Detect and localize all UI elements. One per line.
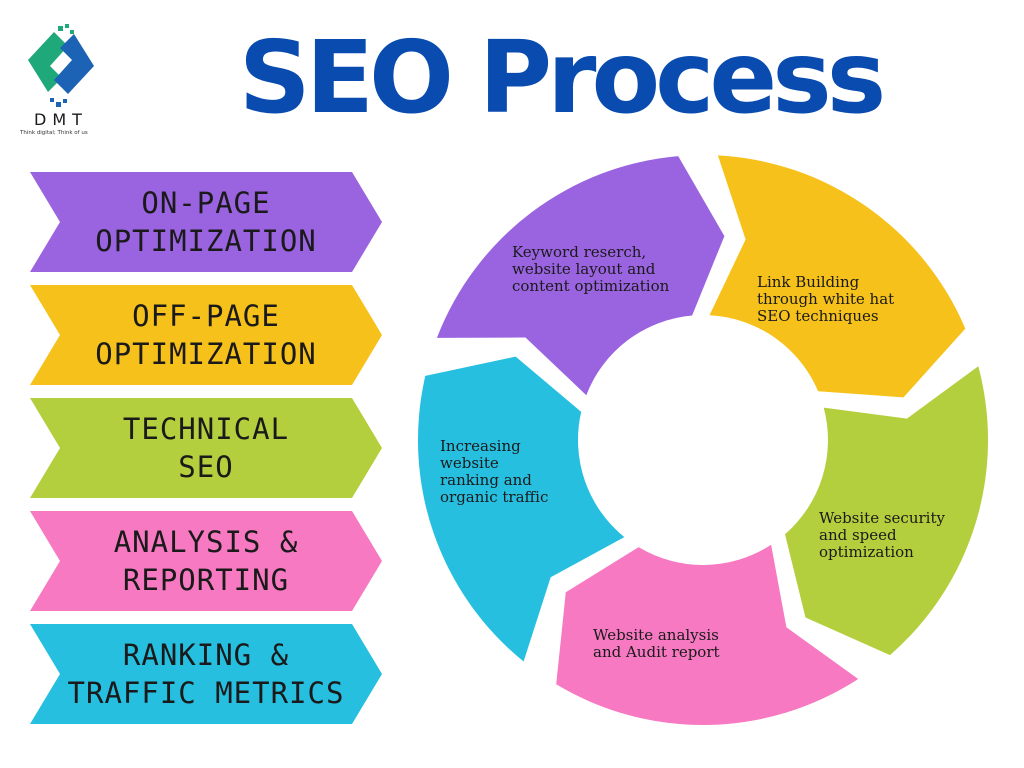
step-label: RANKING & TRAFFIC METRICS xyxy=(67,638,345,710)
step-on-page: ON-PAGE OPTIMIZATION xyxy=(30,172,382,272)
step-arrow-shape xyxy=(30,172,382,272)
dmt-logo-icon xyxy=(28,24,94,107)
step-label: TECHNICAL SEO xyxy=(122,412,290,484)
page-title: SEO Process xyxy=(238,19,887,136)
cycle-segment-keyword xyxy=(436,156,725,396)
cycle-segment-ranking-traffic xyxy=(417,356,625,662)
step-off-page: OFF-PAGE OPTIMIZATION xyxy=(30,285,382,385)
step-arrow-shape xyxy=(30,624,382,724)
step-arrow-shape xyxy=(30,398,382,498)
cycle-text-keyword: Keyword reserch, website layout and cont… xyxy=(512,243,670,295)
cycle-text-ranking-traffic: Increasing website ranking and organic t… xyxy=(440,437,549,506)
logo-title: DMT xyxy=(34,110,88,129)
cycle-text-analysis-audit: Website analysis and Audit report xyxy=(593,626,720,661)
step-arrow-shape xyxy=(30,511,382,611)
cycle-text-security-speed: Website security and speed optimization xyxy=(819,509,945,561)
step-arrow-shape xyxy=(30,285,382,385)
step-label: ON-PAGE OPTIMIZATION xyxy=(95,186,317,258)
step-label: OFF-PAGE OPTIMIZATION xyxy=(95,299,317,371)
step-analysis-reporting: ANALYSIS & REPORTING xyxy=(30,511,382,611)
cycle-text-link-building: Link Building through white hat SEO tech… xyxy=(757,273,895,325)
cycle-segment-analysis-audit xyxy=(556,544,859,725)
dmt-logo: DMT Think digital; Think of us xyxy=(20,22,110,140)
logo-shape-blue xyxy=(54,34,94,94)
step-ranking-traffic: RANKING & TRAFFIC METRICS xyxy=(30,624,382,724)
cycle-segment-link-building xyxy=(709,155,966,398)
cycle-segment-security-speed xyxy=(785,366,989,656)
step-technical-seo: TECHNICAL SEO xyxy=(30,398,382,498)
step-label: ANALYSIS & REPORTING xyxy=(113,525,299,597)
logo-tagline: Think digital; Think of us xyxy=(20,130,88,136)
